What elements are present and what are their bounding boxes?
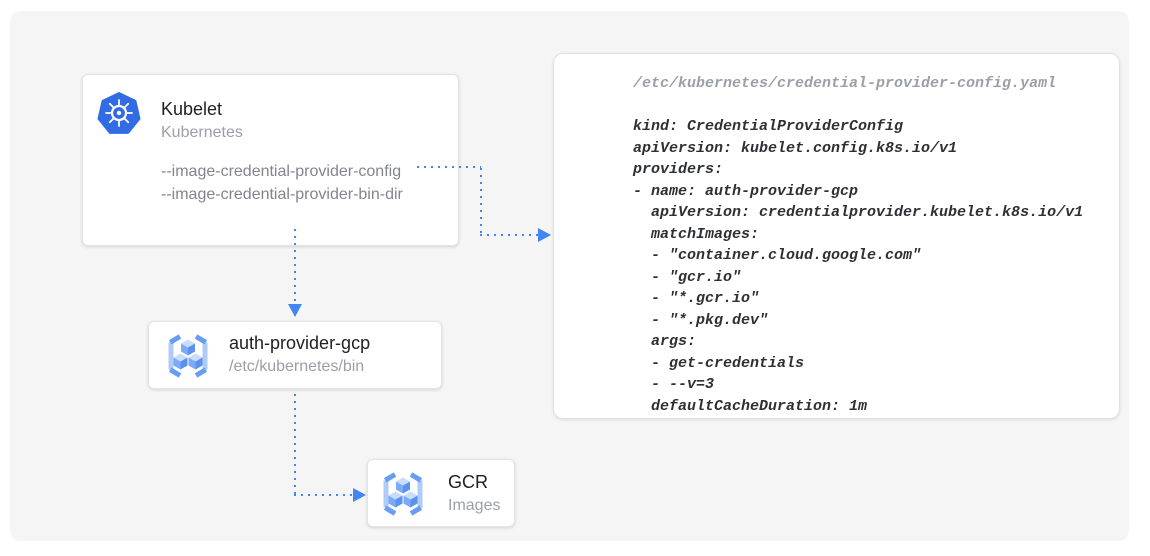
connector-config-to-yaml-segment — [480, 168, 482, 235]
code-line: kind: CredentialProviderConfig — [633, 118, 904, 135]
arrowhead-icon — [538, 228, 551, 242]
config-file-path: /etc/kubernetes/credential-provider-conf… — [633, 75, 1057, 92]
code-line: - --v=3 — [633, 376, 715, 393]
connector-config-to-yaml-segment — [480, 234, 539, 236]
code-line: - "container.cloud.google.com" — [633, 247, 922, 264]
connector-auth-provider-to-gcr-segment — [294, 394, 296, 495]
connector-kubelet-to-auth-provider — [294, 229, 296, 305]
code-line: defaultCacheDuration: 1m — [633, 397, 868, 415]
code-line: - name: auth-provider-gcp — [633, 182, 859, 200]
code-line: matchImages: — [633, 225, 760, 243]
gcr-title: GCR — [448, 472, 488, 492]
code-line: - "*.gcr.io" — [633, 290, 760, 307]
kubelet-node-card: Kubelet Kubernetes --image-credential-pr… — [82, 74, 459, 246]
code-line: apiVersion: credentialprovider.kubelet.k… — [633, 204, 1084, 221]
connector-config-to-yaml-segment — [417, 166, 481, 168]
gcr-subtitle: Images — [448, 497, 501, 514]
arrowhead-icon — [353, 488, 366, 502]
auth-provider-gcp-subtitle: /etc/kubernetes/bin — [229, 358, 365, 375]
kubelet-title: Kubelet — [161, 99, 223, 119]
auth-provider-gcp-title: auth-provider-gcp — [229, 333, 371, 353]
code-line: apiVersion: kubelet.config.k8s.io/v1 — [633, 139, 958, 157]
credential-provider-config-panel: /etc/kubernetes/credential-provider-conf… — [553, 53, 1120, 419]
diagram-canvas: Kubelet Kubernetes --image-credential-pr… — [10, 11, 1129, 541]
kubernetes-icon — [97, 92, 141, 134]
code-line: providers: — [633, 161, 724, 178]
kubelet-flags: --image-credential-provider-config --ima… — [161, 160, 403, 206]
auth-provider-gcp-node-card: auth-provider-gcp /etc/kubernetes/bin — [148, 321, 442, 389]
connector-auth-provider-to-gcr-segment — [294, 494, 354, 496]
kubelet-flag-bin-dir: --image-credential-provider-bin-dir — [161, 186, 403, 203]
gcr-icon — [383, 472, 423, 516]
kubelet-subtitle: Kubernetes — [161, 124, 243, 141]
code-line: - get-credentials — [633, 354, 805, 372]
code-line: - "*.pkg.dev" — [633, 311, 769, 329]
arrowhead-icon — [288, 304, 302, 317]
code-line: args: — [633, 333, 697, 350]
gcr-icon — [168, 334, 208, 378]
gcr-node-card: GCR Images — [367, 459, 515, 527]
kubelet-flag-config: --image-credential-provider-config — [161, 163, 402, 180]
code-line: - "gcr.io" — [633, 268, 742, 286]
